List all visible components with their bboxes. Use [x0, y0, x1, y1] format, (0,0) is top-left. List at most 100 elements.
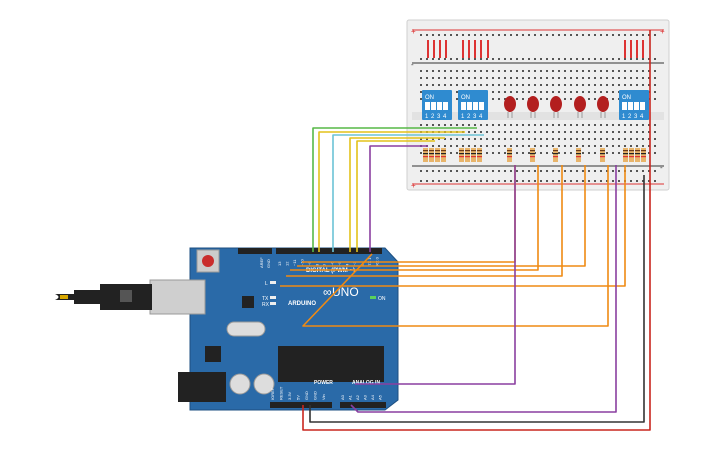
- led-1[interactable]: [504, 96, 516, 118]
- breadboard-hole: [570, 152, 572, 154]
- wire-black-gnd[interactable]: [309, 175, 645, 423]
- on-label: ON: [378, 296, 386, 302]
- breadboard-hole: [450, 70, 452, 72]
- resistor-3[interactable]: [435, 148, 440, 162]
- breadboard-hole: [522, 84, 524, 86]
- breadboard-hole: [534, 70, 536, 72]
- rail-jumpers: [427, 40, 644, 58]
- breadboard-hole: [438, 170, 440, 172]
- resistor-7[interactable]: [471, 148, 476, 162]
- led-4[interactable]: [574, 96, 586, 118]
- breadboard-hole: [522, 131, 524, 133]
- breadboard-hole: [516, 170, 518, 172]
- arduino-uno-board[interactable]: DIGITAL (PWM ~) ∞ ARDUINO UNO ON TX RX L…: [55, 247, 399, 411]
- l-label: L: [265, 281, 268, 287]
- wire-purple-3[interactable]: [350, 165, 617, 413]
- breadboard-hole: [492, 58, 494, 60]
- wire-purple-1[interactable]: [369, 145, 428, 252]
- resistor-14[interactable]: [623, 148, 628, 162]
- dip-switch-2[interactable]: ON 1 2 3 4: [458, 90, 488, 120]
- resistor-band: [459, 153, 464, 155]
- wires[interactable]: [280, 30, 651, 431]
- breadboard-hole: [516, 70, 518, 72]
- breadboard-hole: [630, 131, 632, 133]
- resistor-1[interactable]: [423, 148, 428, 162]
- rail-minus-label: -: [411, 60, 414, 69]
- dip-switch-1-pos-4: 4: [443, 114, 447, 120]
- resistor-16[interactable]: [635, 148, 640, 162]
- breadboard-hole: [618, 180, 620, 182]
- resistor-5[interactable]: [459, 148, 464, 162]
- breadboard-hole: [546, 91, 548, 93]
- resistor-15[interactable]: [629, 148, 634, 162]
- wire-orange-4[interactable]: [286, 165, 563, 277]
- breadboard-hole: [588, 145, 590, 147]
- breadboard-hole: [498, 84, 500, 86]
- resistor-band: [507, 156, 512, 158]
- wire-yellow-2[interactable]: [349, 137, 445, 252]
- resistor-11[interactable]: [553, 148, 558, 162]
- resistor-2[interactable]: [429, 148, 434, 162]
- breadboard-hole: [486, 124, 488, 126]
- wire-purple-2[interactable]: [355, 165, 516, 385]
- led-2[interactable]: [527, 96, 539, 118]
- breadboard-hole: [648, 131, 650, 133]
- breadboard-hole: [486, 70, 488, 72]
- resistor-9[interactable]: [507, 148, 512, 162]
- wire-orange-5[interactable]: [280, 165, 626, 287]
- resistor-12[interactable]: [576, 148, 581, 162]
- resistor-6[interactable]: [465, 148, 470, 162]
- breadboard-hole: [636, 138, 638, 140]
- resistor-band: [441, 156, 446, 158]
- breadboard-hole: [546, 98, 548, 100]
- wire-yellow-1[interactable]: [318, 131, 465, 252]
- breadboard-hole: [654, 124, 656, 126]
- wire-red-5v[interactable]: [302, 30, 651, 431]
- breadboard-hole: [612, 58, 614, 60]
- breadboard-hole: [558, 34, 560, 36]
- breadboard-hole: [462, 124, 464, 126]
- led-5[interactable]: [597, 96, 609, 118]
- wire-orange-2[interactable]: [297, 165, 586, 267]
- dip-switch-3[interactable]: ON 1 2 3 4: [619, 90, 649, 120]
- dip-switch-1[interactable]: ON 1 2 3 4: [422, 90, 452, 120]
- resistor-10[interactable]: [530, 148, 535, 162]
- resistor-4[interactable]: [441, 148, 446, 162]
- resistor-8[interactable]: [477, 148, 482, 162]
- dip-switch-2-on-label: ON: [461, 95, 470, 101]
- breadboard-hole: [462, 145, 464, 147]
- wire-orange-3[interactable]: [290, 165, 539, 271]
- resistor-band: [553, 153, 558, 155]
- resistor-band: [635, 156, 640, 158]
- resistor-band: [530, 153, 535, 155]
- breadboard-hole: [522, 77, 524, 79]
- wire-yellow-3[interactable]: [356, 140, 435, 252]
- breadboard-hole: [438, 70, 440, 72]
- resistor-17[interactable]: [641, 148, 646, 162]
- wire-green[interactable]: [312, 127, 477, 252]
- breadboard-hole: [576, 77, 578, 79]
- led-3[interactable]: [550, 96, 562, 118]
- breadboard-hole: [576, 131, 578, 133]
- breadboard-hole: [540, 34, 542, 36]
- breadboard-hole: [642, 170, 644, 172]
- reset-button-cap[interactable]: [202, 255, 214, 267]
- breadboard-hole: [528, 170, 530, 172]
- wire-cyan[interactable]: [332, 134, 484, 252]
- dip-switch-2-pos-1: 1: [461, 114, 465, 120]
- breadboard-hole: [510, 170, 512, 172]
- power-label: POWER: [314, 380, 333, 386]
- breadboard-hole: [612, 170, 614, 172]
- breadboard-hole: [492, 77, 494, 79]
- resistors[interactable]: [423, 148, 646, 162]
- wire-orange-6[interactable]: [302, 165, 609, 327]
- resistor-13[interactable]: [600, 148, 605, 162]
- breadboard-hole: [564, 145, 566, 147]
- breadboard-hole: [582, 152, 584, 154]
- breadboard-hole: [486, 131, 488, 133]
- breadboard-hole: [426, 124, 428, 126]
- power-pin-label-5: GND: [313, 391, 318, 400]
- breadboard-hole: [588, 138, 590, 140]
- breadboard-hole: [552, 58, 554, 60]
